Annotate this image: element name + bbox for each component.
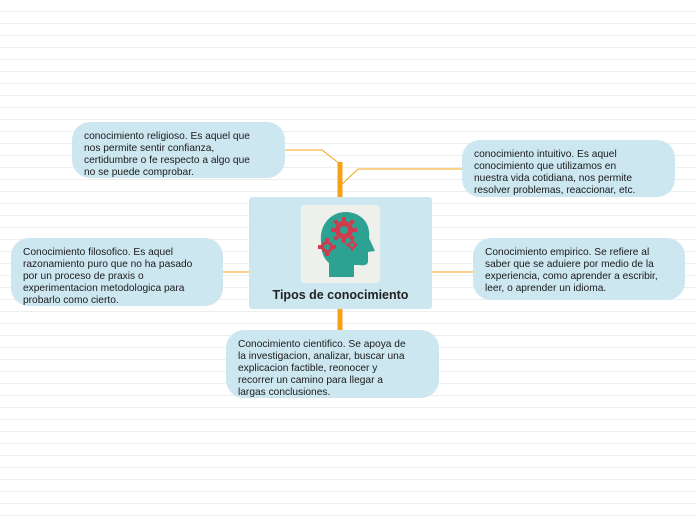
topic-cientifico[interactable]: Conocimiento cientifico. Se apoya de la … bbox=[226, 330, 439, 398]
head-gears-icon bbox=[301, 205, 380, 283]
connector-religioso bbox=[285, 149, 341, 165]
topic-empirico[interactable]: Conocimiento empirico. Se refiere al sab… bbox=[473, 238, 685, 300]
topic-religioso[interactable]: conocimiento religioso. Es aquel que nos… bbox=[72, 122, 285, 178]
connector-intuitivo bbox=[339, 168, 462, 187]
central-topic[interactable]: Tipos de conocimiento bbox=[249, 197, 432, 309]
topic-filosofico[interactable]: Conocimiento filosofico. Es aquel razona… bbox=[11, 238, 223, 306]
topic-intuitivo[interactable]: conocimiento intuitivo. Es aquel conocim… bbox=[462, 140, 675, 197]
central-topic-title: Tipos de conocimiento bbox=[272, 288, 409, 302]
